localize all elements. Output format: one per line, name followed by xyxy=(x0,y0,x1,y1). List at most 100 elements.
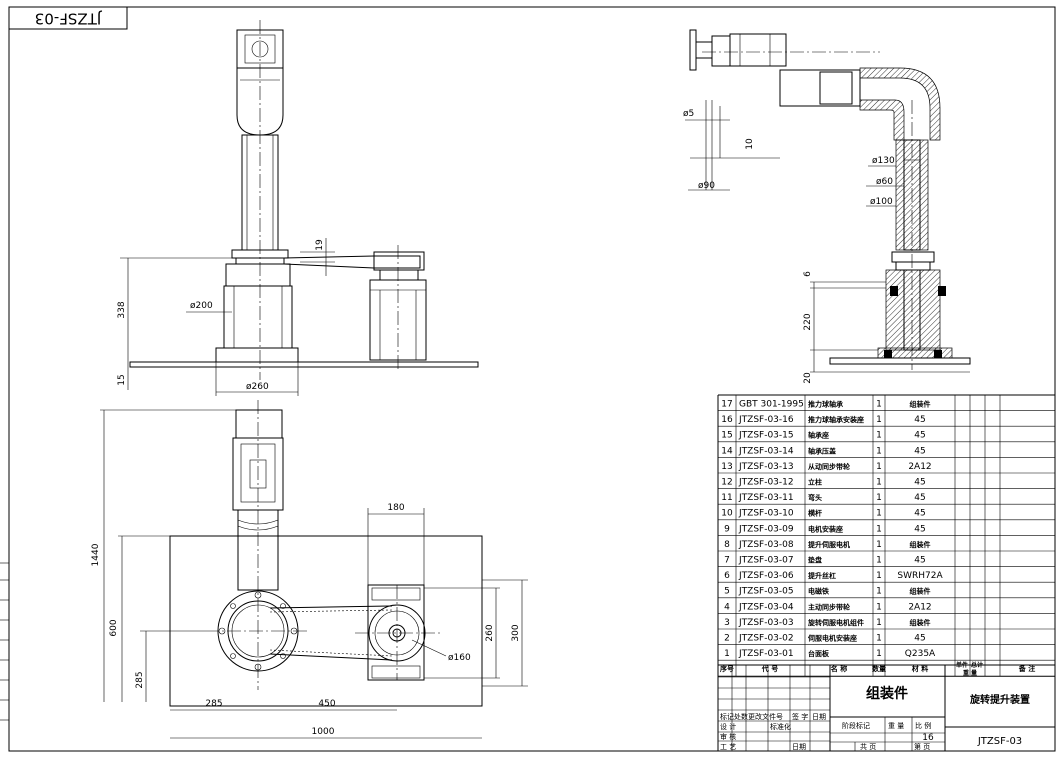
part-name: 提升丝杠 xyxy=(807,571,836,580)
part-qty: 1 xyxy=(876,509,882,519)
part-name: 伺服电机安装座 xyxy=(807,634,857,643)
label-process: 工 艺 xyxy=(720,743,736,751)
part-code: JTZSF-03-16 xyxy=(738,415,794,425)
dim-6: 6 xyxy=(803,271,813,277)
part-code: JTZSF-03-02 xyxy=(738,634,794,644)
part-code: JTZSF-03-12 xyxy=(738,478,794,488)
drawing-frame xyxy=(8,6,1056,752)
part-qty: 1 xyxy=(876,618,882,628)
part-name: 从动同步带轮 xyxy=(808,462,850,471)
part-material: 45 xyxy=(914,478,925,488)
part-code: JTZSF-03-13 xyxy=(738,462,794,472)
part-number: 8 xyxy=(724,540,730,550)
part-code: JTZSF-03-08 xyxy=(738,540,794,550)
label-change-file: 更改文件号 xyxy=(748,712,783,721)
label-date-2: 日期 xyxy=(792,743,806,751)
part-qty: 1 xyxy=(876,602,882,612)
dim-300: 300 xyxy=(511,624,521,641)
dim-600: 600 xyxy=(109,619,119,636)
label-scale: 比 例 xyxy=(915,721,931,730)
label-review: 审 核 xyxy=(720,732,736,741)
project-name: 旋转提升装置 xyxy=(969,693,1030,706)
section-view xyxy=(685,29,971,373)
label-total-pages: 共 页 xyxy=(860,742,876,751)
part-code: JTZSF-03-06 xyxy=(738,571,794,581)
part-number: 2 xyxy=(724,634,730,644)
part-material: 45 xyxy=(914,509,925,519)
header-material: 材 料 xyxy=(911,664,928,673)
dim-phi60: ø60 xyxy=(876,177,893,187)
part-material: SWRH72A xyxy=(897,571,943,581)
part-name: 弯头 xyxy=(808,493,822,502)
part-material: 45 xyxy=(914,446,925,456)
part-qty: 1 xyxy=(876,415,882,425)
part-number: 11 xyxy=(721,493,732,503)
part-number: 15 xyxy=(721,431,732,441)
part-code: JTZSF-03-14 xyxy=(738,446,794,456)
front-view xyxy=(120,20,479,396)
header-qty: 数量 xyxy=(872,664,886,673)
part-material: Q235A xyxy=(905,649,936,659)
dim-285-horizontal: 285 xyxy=(205,699,222,709)
part-name: 旋转伺服电机组件 xyxy=(807,618,864,627)
label-standard: 标准化 xyxy=(770,722,791,731)
dim-10: 10 xyxy=(745,138,755,150)
dim-1000: 1000 xyxy=(312,727,335,737)
part-code: JTZSF-03-10 xyxy=(738,509,794,519)
part-qty: 1 xyxy=(876,493,882,503)
header-weight: 重 量 xyxy=(963,669,977,677)
part-code: JTZSF-03-09 xyxy=(738,524,794,534)
part-name: 推力球轴承 xyxy=(808,400,843,409)
part-number: 17 xyxy=(721,400,732,410)
part-material: 45 xyxy=(914,634,925,644)
binding-strip xyxy=(0,562,9,721)
part-material: 组装件 xyxy=(910,540,931,549)
part-material: 45 xyxy=(914,524,925,534)
part-code: JTZSF-03-04 xyxy=(738,602,794,612)
part-number: 10 xyxy=(721,509,733,519)
drawing-code: JTZSF-03 xyxy=(977,736,1022,747)
part-material: 45 xyxy=(914,431,925,441)
part-material: 45 xyxy=(914,415,925,425)
part-qty: 1 xyxy=(876,446,882,456)
part-number: 1 xyxy=(724,649,730,659)
part-code: JTZSF-03-01 xyxy=(738,649,794,659)
label-date: 日期 xyxy=(812,713,826,721)
part-number: 14 xyxy=(721,446,733,456)
part-code: JTZSF-03-03 xyxy=(738,618,794,628)
part-qty: 1 xyxy=(876,524,882,534)
dim-phi90: ø90 xyxy=(698,181,715,191)
part-qty: 1 xyxy=(876,478,882,488)
part-material: 组装件 xyxy=(910,618,931,627)
header-code: 代 号 xyxy=(761,664,778,673)
label-weight: 重 量 xyxy=(888,722,904,730)
dim-phi5: ø5 xyxy=(683,109,694,119)
part-code: JTZSF-03-07 xyxy=(738,556,794,566)
header-seq: 序号 xyxy=(719,664,734,673)
dim-220: 220 xyxy=(803,313,813,330)
part-number: 13 xyxy=(721,462,732,472)
dim-15: 15 xyxy=(117,374,127,385)
dim-450: 450 xyxy=(318,699,335,709)
part-name: 电机安装座 xyxy=(808,524,843,533)
title-block xyxy=(717,664,1056,752)
part-code: JTZSF-03-15 xyxy=(738,431,794,441)
header-name: 名 称 xyxy=(831,664,847,673)
label-design: 设 计 xyxy=(720,722,736,731)
part-qty: 1 xyxy=(876,556,882,566)
part-number: 3 xyxy=(724,618,730,628)
part-number: 5 xyxy=(724,587,730,597)
label-page: 第 页 xyxy=(914,742,930,751)
part-qty: 1 xyxy=(876,431,882,441)
part-name: 台面板 xyxy=(808,649,830,658)
label-stage: 阶段标记 xyxy=(842,721,870,730)
part-name: 主动同步带轮 xyxy=(808,602,850,611)
dim-phi160: ø160 xyxy=(448,653,471,663)
dim-phi100: ø100 xyxy=(870,197,893,207)
header-note: 备 注 xyxy=(1018,664,1035,673)
part-number: 9 xyxy=(724,524,730,534)
part-qty: 1 xyxy=(876,462,882,472)
part-qty: 1 xyxy=(876,634,882,644)
dim-260: 260 xyxy=(485,624,495,641)
